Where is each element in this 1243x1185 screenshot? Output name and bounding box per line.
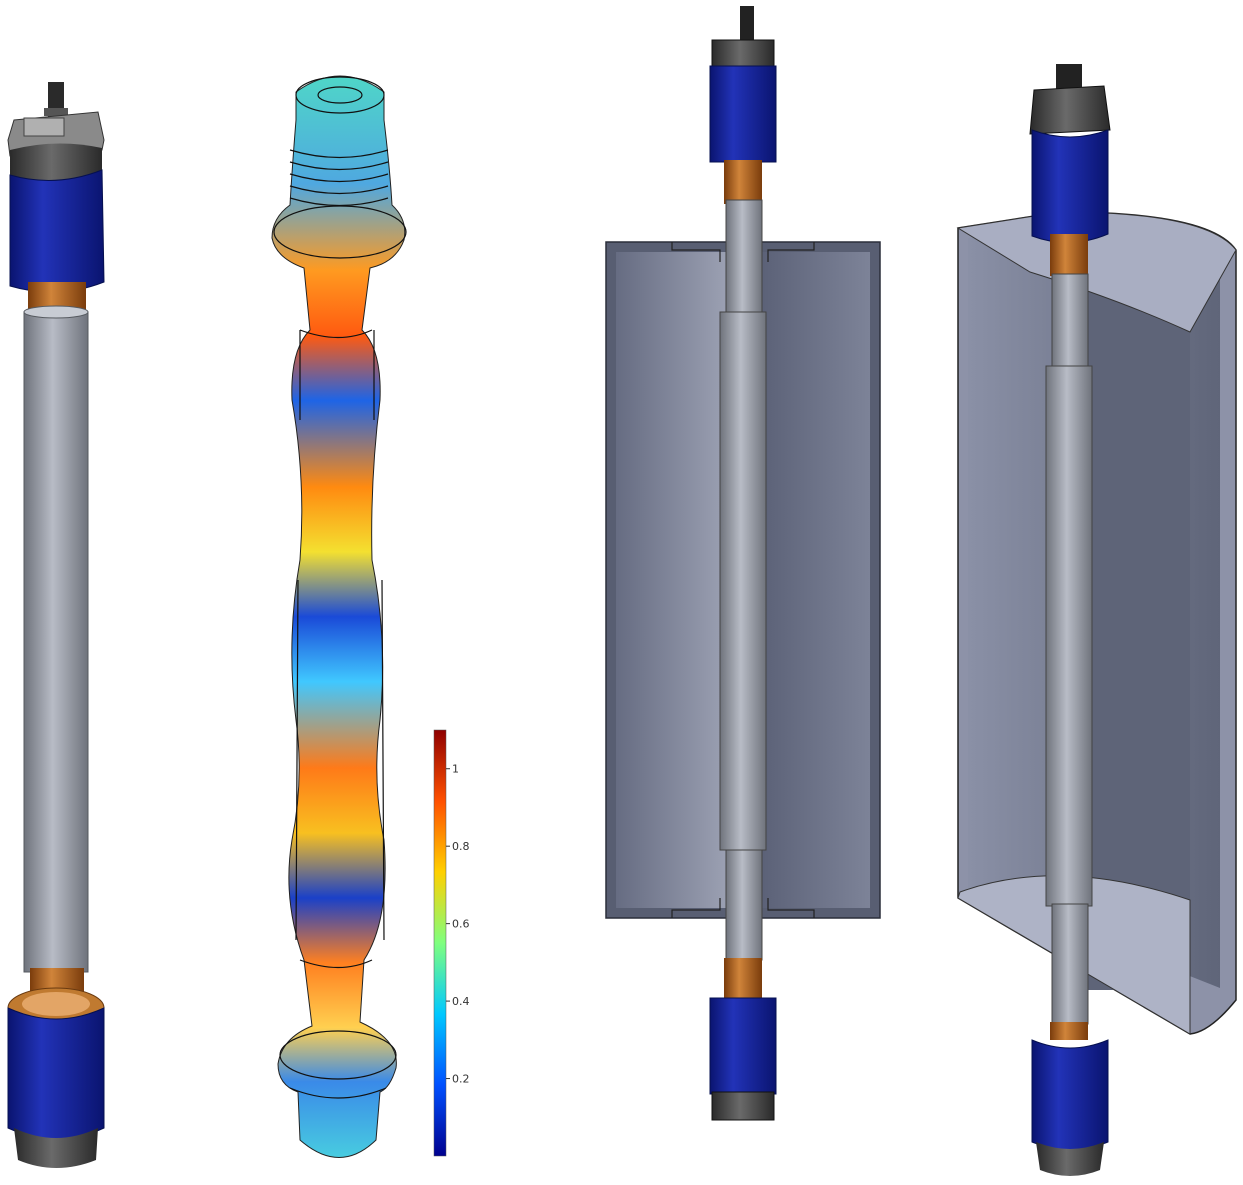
panel-deformation-plot bbox=[271, 75, 407, 1158]
colorbar-gradient bbox=[433, 729, 447, 1157]
motor-icon bbox=[7, 82, 105, 293]
deformed-rotor-shape bbox=[271, 75, 406, 1158]
colorbar-tick-label: 1 bbox=[452, 763, 459, 776]
colorbar-tick-label: 0.2 bbox=[452, 1073, 470, 1086]
colorbar-tick-label: 0.4 bbox=[452, 995, 470, 1008]
colorbar-ticks: 1 0.8 0.6 0.4 0.2 bbox=[446, 763, 470, 1086]
colorbar: 1 0.8 0.6 0.4 0.2 bbox=[433, 729, 470, 1157]
panel-section-isometric bbox=[956, 64, 1237, 1176]
colorbar-tick-label: 0.6 bbox=[452, 918, 470, 931]
panel-assembly-isometric bbox=[7, 82, 105, 1168]
panel-section-front bbox=[605, 6, 881, 1121]
colorbar-tick-label: 0.8 bbox=[452, 840, 470, 853]
shaft-icon bbox=[23, 305, 89, 973]
